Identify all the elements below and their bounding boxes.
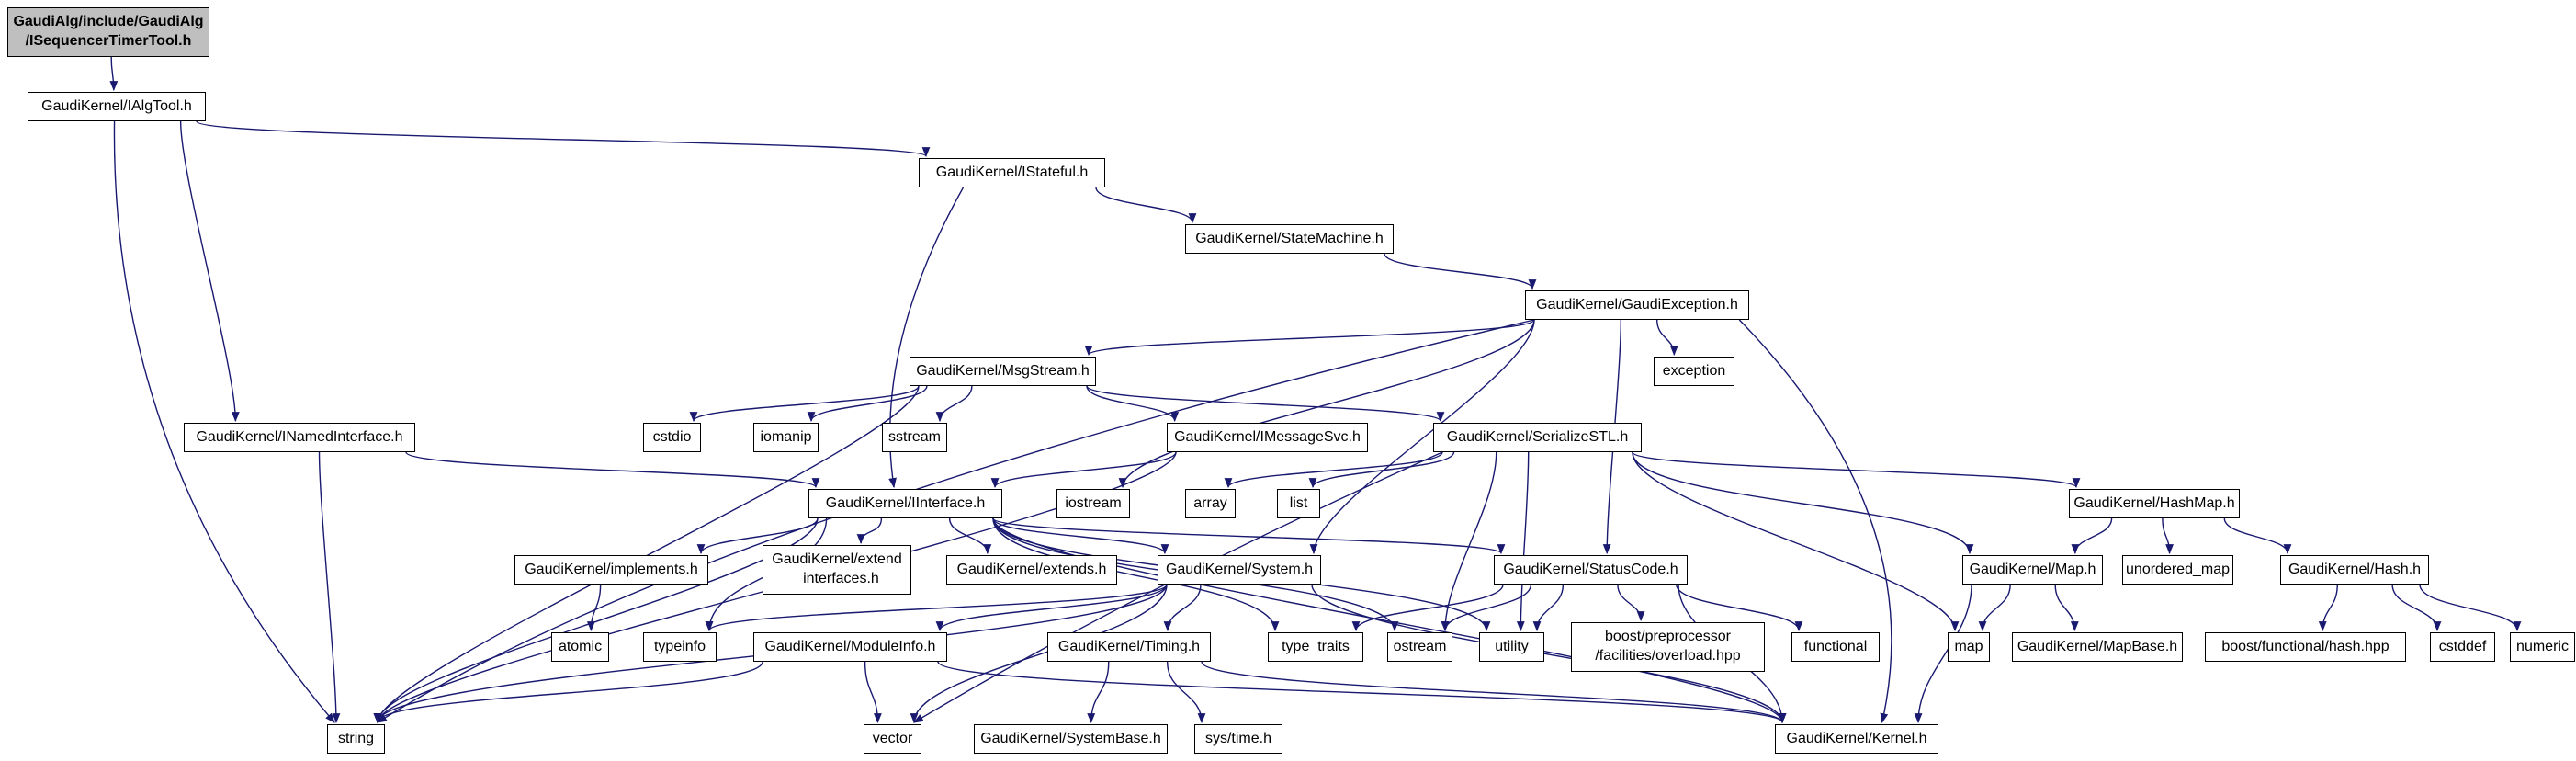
graph-node-array[interactable]: array bbox=[1185, 489, 1236, 518]
graph-node-list[interactable]: list bbox=[1277, 489, 1320, 518]
graph-node-string[interactable]: string bbox=[327, 724, 385, 754]
graph-node-gaudiexception[interactable]: GaudiKernel/GaudiException.h bbox=[1525, 290, 1749, 320]
include-edge-hash-to-numeric bbox=[2419, 584, 2522, 632]
include-edge-gaudimap-to-map bbox=[1978, 584, 2011, 632]
graph-node-systembase[interactable]: GaudiKernel/SystemBase.h bbox=[974, 724, 1168, 754]
graph-node-statemachine[interactable]: GaudiKernel/StateMachine.h bbox=[1185, 224, 1394, 254]
graph-node-unorderedmap[interactable]: unordered_map bbox=[2122, 555, 2233, 585]
include-edge-system-to-moduleinfo bbox=[935, 584, 1168, 632]
include-edge-hash-to-boosthash bbox=[2318, 584, 2338, 632]
graph-node-typeinfo[interactable]: typeinfo bbox=[643, 632, 717, 662]
include-edge-implements-to-atomic bbox=[587, 584, 602, 632]
include-edge-timing-to-systembase bbox=[1087, 661, 1110, 724]
graph-node-map[interactable]: map bbox=[1948, 632, 1990, 662]
include-edge-iinterface-to-extends bbox=[948, 517, 992, 555]
graph-node-functional[interactable]: functional bbox=[1791, 632, 1880, 662]
graph-node-timing[interactable]: GaudiKernel/Timing.h bbox=[1047, 632, 1211, 662]
include-edge-inamedinterface-to-string bbox=[318, 451, 341, 724]
graph-node-ialgtool[interactable]: GaudiKernel/IAlgTool.h bbox=[28, 92, 206, 121]
include-edge-ialgtool-to-istateful bbox=[196, 120, 930, 158]
graph-node-extendinterfaces[interactable]: GaudiKernel/extend _interfaces.h bbox=[763, 545, 911, 595]
graph-node-boosthash[interactable]: boost/functional/hash.hpp bbox=[2205, 632, 2406, 662]
graph-node-boostoverload[interactable]: boost/preprocessor /facilities/overload.… bbox=[1571, 622, 1765, 672]
include-edge-iinterface-to-string bbox=[373, 517, 819, 724]
include-edge-iinterface-to-system bbox=[992, 517, 1169, 555]
include-edge-serializestl-to-map bbox=[1632, 451, 1960, 632]
graph-node-statuscode[interactable]: GaudiKernel/StatusCode.h bbox=[1494, 555, 1688, 585]
graph-node-istateful[interactable]: GaudiKernel/IStateful.h bbox=[919, 158, 1105, 187]
include-edge-moduleinfo-to-vector bbox=[864, 661, 882, 724]
include-edge-msgstream-to-sstream bbox=[935, 385, 973, 423]
include-edge-iinterface-to-extendinterfaces bbox=[856, 517, 883, 545]
graph-node-moduleinfo[interactable]: GaudiKernel/ModuleInfo.h bbox=[753, 632, 947, 662]
include-edge-system-to-timing bbox=[1163, 584, 1202, 632]
include-edge-msgstream-to-iomanip bbox=[807, 385, 928, 423]
graph-node-sstream[interactable]: sstream bbox=[882, 423, 947, 452]
graph-node-atomic[interactable]: atomic bbox=[551, 632, 609, 662]
include-edge-statemachine-to-gaudiexception bbox=[1384, 253, 1537, 290]
graph-node-ostream[interactable]: ostream bbox=[1387, 632, 1452, 662]
graph-node-extends[interactable]: GaudiKernel/extends.h bbox=[946, 555, 1117, 585]
graph-node-imessagesvc[interactable]: GaudiKernel/IMessageSvc.h bbox=[1167, 423, 1368, 452]
include-edge-gaudimap-to-mapbase bbox=[2054, 584, 2079, 632]
graph-node-cstddef[interactable]: cstddef bbox=[2430, 632, 2495, 662]
include-edge-gaudiexception-to-exception bbox=[1656, 319, 1678, 357]
graph-node-serializestl[interactable]: GaudiKernel/SerializeSTL.h bbox=[1433, 423, 1642, 452]
include-edge-serializestl-to-utility bbox=[1516, 451, 1530, 632]
graph-node-iomanip[interactable]: iomanip bbox=[753, 423, 819, 452]
graph-node-numeric[interactable]: numeric bbox=[2510, 632, 2575, 662]
include-edge-serializestl-to-list bbox=[1308, 451, 1455, 489]
include-edge-hashmap-to-hash bbox=[2223, 517, 2292, 555]
graph-node-msgstream[interactable]: GaudiKernel/MsgStream.h bbox=[910, 357, 1096, 386]
include-edge-ialgtool-to-inamedinterface bbox=[179, 120, 240, 423]
include-edge-msgstream-to-cstdio bbox=[689, 385, 920, 423]
include-edge-moduleinfo-to-string bbox=[373, 661, 763, 724]
include-edge-ialgtool-to-string bbox=[113, 120, 335, 723]
graph-node-hashmap[interactable]: GaudiKernel/HashMap.h bbox=[2069, 489, 2240, 518]
include-edge-msgstream-to-imessagesvc bbox=[1086, 385, 1180, 423]
graph-node-kernel[interactable]: GaudiKernel/Kernel.h bbox=[1775, 724, 1938, 754]
graph-node-root: GaudiAlg/include/GaudiAlg /ISequencerTim… bbox=[7, 7, 209, 57]
include-edge-istateful-to-statemachine bbox=[1095, 187, 1197, 224]
include-edge-serializestl-to-hashmap bbox=[1632, 451, 2081, 489]
include-edge-msgstream-to-serializestl bbox=[1086, 385, 1445, 423]
graph-node-systime[interactable]: sys/time.h bbox=[1194, 724, 1282, 754]
include-edge-serializestl-to-gaudimap bbox=[1632, 451, 1974, 555]
include-edge-statuscode-to-typetraits bbox=[1351, 584, 1504, 632]
include-edge-statuscode-to-boostoverload bbox=[1617, 584, 1645, 622]
include-edge-statuscode-to-ostream bbox=[1441, 584, 1532, 632]
graph-node-exception[interactable]: exception bbox=[1654, 357, 1734, 386]
include-edge-hash-to-cstddef bbox=[2391, 584, 2442, 632]
include-edge-gaudiexception-to-iostream bbox=[1118, 319, 1535, 489]
graph-node-implements[interactable]: GaudiKernel/implements.h bbox=[514, 555, 708, 585]
include-edge-timing-to-systime bbox=[1166, 661, 1206, 724]
graph-node-iostream[interactable]: iostream bbox=[1056, 489, 1130, 518]
graph-node-mapbase[interactable]: GaudiKernel/MapBase.h bbox=[2012, 632, 2183, 662]
graph-node-iinterface[interactable]: GaudiKernel/IInterface.h bbox=[808, 489, 1002, 518]
include-edge-hashmap-to-unorderedmap bbox=[2162, 517, 2174, 555]
include-edge-iinterface-to-kernel bbox=[992, 517, 1787, 724]
include-edge-iinterface-to-statuscode bbox=[992, 517, 1506, 555]
include-edge-hashmap-to-gaudimap bbox=[2071, 517, 2113, 555]
include-edge-serializestl-to-ostream bbox=[1441, 451, 1497, 632]
graph-node-gaudimap[interactable]: GaudiKernel/Map.h bbox=[1962, 555, 2103, 585]
include-edge-statuscode-to-utility bbox=[1532, 584, 1565, 632]
graph-node-inamedinterface[interactable]: GaudiKernel/INamedInterface.h bbox=[184, 423, 415, 452]
include-edge-serializestl-to-array bbox=[1224, 451, 1443, 489]
graph-node-typetraits[interactable]: type_traits bbox=[1268, 632, 1363, 662]
graph-node-hash[interactable]: GaudiKernel/Hash.h bbox=[2280, 555, 2429, 585]
include-edge-imessagesvc-to-iinterface bbox=[990, 451, 1177, 489]
graph-node-system[interactable]: GaudiKernel/System.h bbox=[1158, 555, 1321, 585]
graph-node-cstdio[interactable]: cstdio bbox=[643, 423, 701, 452]
include-edge-root-to-ialgtool bbox=[109, 56, 119, 92]
graph-node-utility[interactable]: utility bbox=[1479, 632, 1544, 662]
include-edge-inamedinterface-to-iinterface bbox=[405, 451, 820, 489]
graph-node-vector[interactable]: vector bbox=[864, 724, 921, 754]
include-edge-gaudiexception-to-msgstream bbox=[1084, 319, 1535, 357]
